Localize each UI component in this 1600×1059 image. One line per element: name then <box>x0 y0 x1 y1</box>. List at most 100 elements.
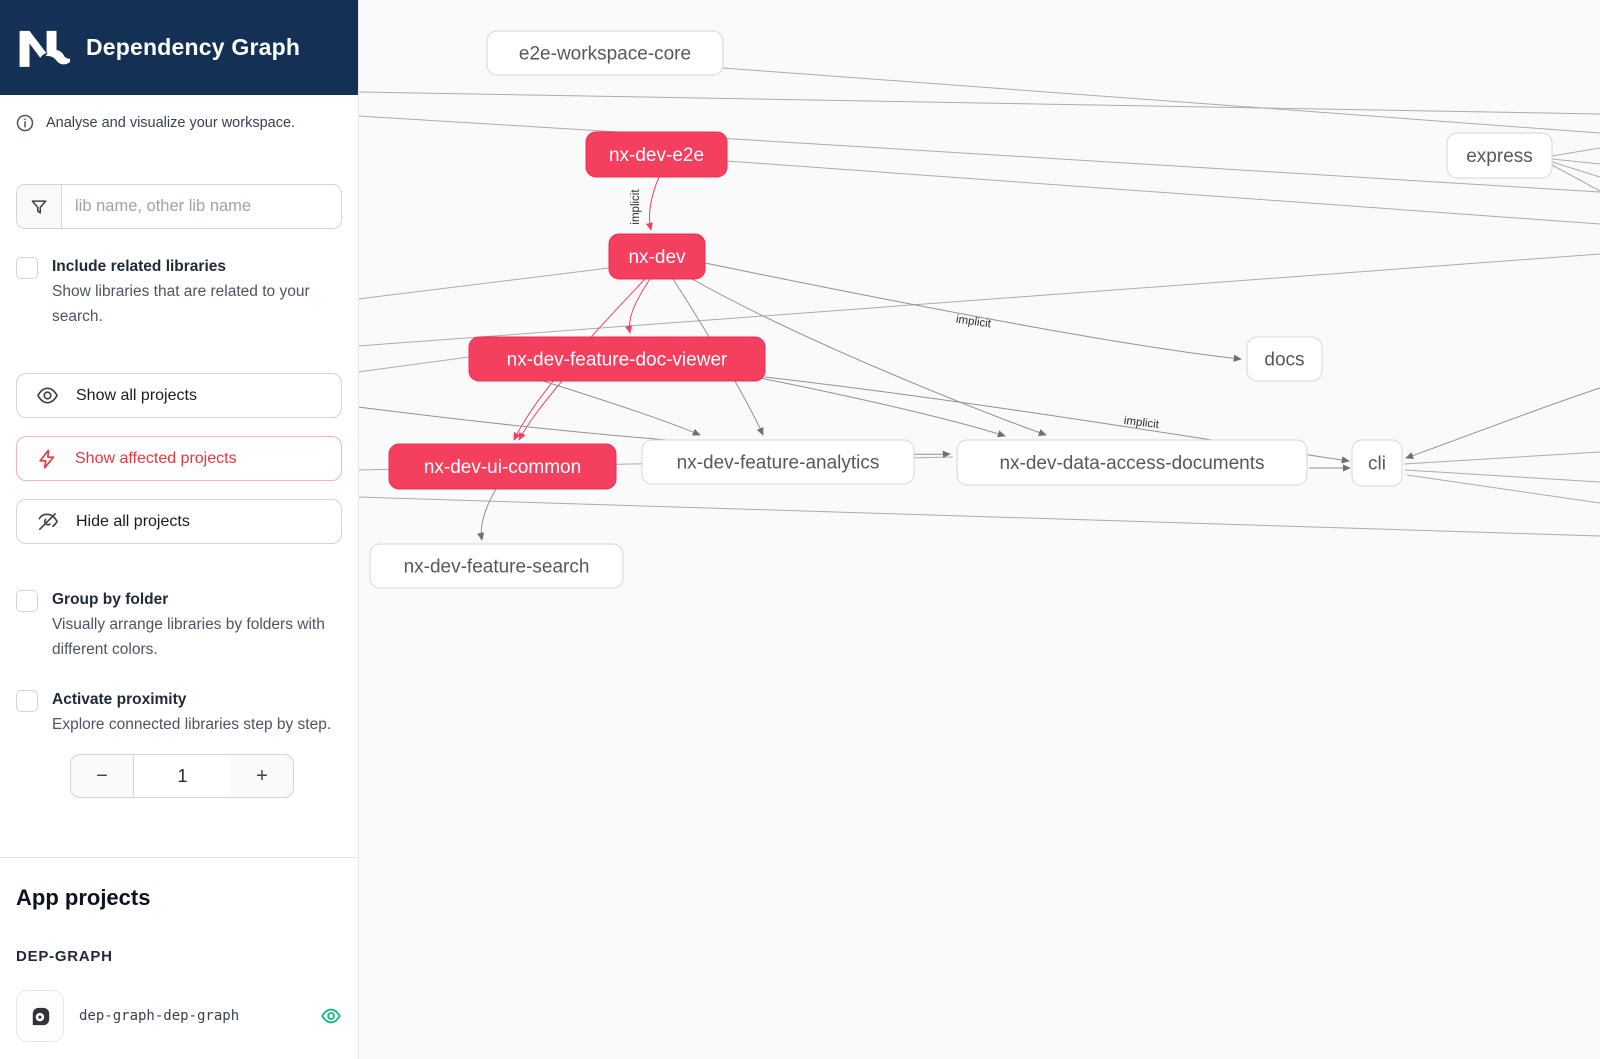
funnel-icon <box>29 197 49 217</box>
lightning-bolt-icon <box>36 448 58 470</box>
graph-edge <box>542 380 701 436</box>
activate-proximity-row: Activate proximity Explore connected lib… <box>16 687 342 737</box>
graph-node-nx-dev-data-access-documents[interactable]: nx-dev-data-access-documents <box>956 439 1308 486</box>
app-projects-heading: App projects <box>16 885 151 910</box>
edge-label-implicit: implicit <box>630 189 642 225</box>
node-box <box>486 30 724 76</box>
group-by-folder-row: Group by folder Visually arrange librari… <box>16 587 342 662</box>
group-by-folder-label: Group by folder <box>52 591 169 608</box>
graph-edge-line <box>1404 469 1600 483</box>
graph-edge <box>691 278 1047 436</box>
graph-node-e2e-workspace-core[interactable]: e2e-workspace-core <box>486 30 724 76</box>
graph-node-nx-dev-feature-search[interactable]: nx-dev-feature-search <box>369 543 624 589</box>
group-by-folder-checkbox[interactable] <box>16 590 38 612</box>
graph-nodes: e2e-workspace-core nx-dev-e2e express nx-de… <box>369 30 1553 589</box>
app-title: Dependency Graph <box>86 34 301 60</box>
focus-pin-icon <box>27 1003 54 1030</box>
sidebar-body: Analyse and visualize your workspace. In… <box>0 95 358 1059</box>
search-input[interactable] <box>62 185 341 228</box>
eye-icon <box>36 384 59 407</box>
show-all-projects-button[interactable]: Show all projects <box>16 373 342 418</box>
graph-edge <box>477 488 497 541</box>
graph-edge-line <box>357 91 1600 115</box>
node-box <box>1246 336 1323 382</box>
show-affected-projects-button[interactable]: Show affected projects <box>16 436 342 481</box>
graph-edge-line <box>722 67 1600 134</box>
graph-node-nx-dev-ui-common[interactable]: nx-dev-ui-common <box>388 443 617 490</box>
node-label: nx-dev <box>628 247 686 268</box>
node-box <box>1351 439 1403 487</box>
proximity-stepper: − 1 + <box>70 754 342 798</box>
graph-edge-line <box>1551 158 1600 165</box>
filter-funnel-button[interactable] <box>17 185 62 228</box>
node-label: nx-dev-feature-search <box>404 557 590 578</box>
node-label: docs <box>1264 350 1304 371</box>
graph-edge-line <box>357 496 1600 537</box>
graph-edge-line <box>357 253 1600 347</box>
graph-node-express[interactable]: express <box>1446 132 1553 179</box>
activate-proximity-label: Activate proximity <box>52 691 187 708</box>
stepper-increment-button[interactable]: + <box>231 754 294 798</box>
node-label: cli <box>1368 454 1386 475</box>
nx-logo-icon <box>16 27 70 69</box>
show-all-projects-label: Show all projects <box>76 386 197 404</box>
tagline-row: Analyse and visualize your workspace. <box>16 114 342 132</box>
stepper-value[interactable]: 1 <box>134 754 231 798</box>
graph-node-docs[interactable]: docs <box>1246 336 1323 382</box>
node-label: e2e-workspace-core <box>519 44 691 65</box>
edge-label-implicit: implicit <box>1123 415 1160 431</box>
graph-edge-line <box>1406 474 1600 504</box>
graph-edge <box>704 262 1242 362</box>
graph-edge-affected <box>518 380 563 441</box>
project-name: dep-graph-dep-graph <box>79 1008 240 1024</box>
include-related-row: Include related libraries Show libraries… <box>16 254 342 329</box>
show-affected-projects-label: Show affected projects <box>75 449 237 467</box>
node-label: nx-dev-feature-doc-viewer <box>507 350 728 371</box>
node-label: express <box>1466 146 1533 167</box>
graph-node-nx-dev-e2e[interactable]: nx-dev-e2e <box>585 131 728 178</box>
graph-edge-line <box>357 267 610 300</box>
stepper-decrement-button[interactable]: − <box>70 754 134 798</box>
graph-edge-affected <box>645 176 660 231</box>
sidebar: Dependency Graph Analyse and visualize y… <box>0 0 359 1059</box>
group-by-folder-description: Visually arrange libraries by folders wi… <box>52 616 325 658</box>
graph-node-cli[interactable]: cli <box>1351 439 1403 487</box>
toggle-project-visibility-eye-icon[interactable] <box>320 1005 342 1027</box>
include-related-checkbox[interactable] <box>16 257 38 279</box>
hide-all-projects-button[interactable]: Hide all projects <box>16 499 342 544</box>
include-related-label: Include related libraries <box>52 258 227 275</box>
graph-background-edges <box>357 67 1600 537</box>
graph-node-nx-dev[interactable]: nx-dev <box>608 233 706 280</box>
include-related-description: Show libraries that are related to your … <box>52 283 310 325</box>
graph-edge-line <box>1403 451 1600 465</box>
graph-edge <box>759 377 1006 438</box>
tagline-text: Analyse and visualize your workspace. <box>46 115 296 131</box>
graph-edge-affected <box>625 278 651 334</box>
activate-proximity-checkbox[interactable] <box>16 690 38 712</box>
graph-edge-line <box>357 115 1600 193</box>
node-box <box>388 443 617 490</box>
node-box <box>585 131 728 178</box>
hide-all-projects-label: Hide all projects <box>76 512 190 530</box>
project-list-item: dep-graph-dep-graph <box>16 990 342 1042</box>
node-box <box>608 233 706 280</box>
edge-label-implicit: implicit <box>955 314 992 331</box>
node-label: nx-dev-data-access-documents <box>999 453 1264 474</box>
node-label: nx-dev-e2e <box>609 145 704 166</box>
graph-edge-line <box>357 356 470 373</box>
node-label: nx-dev-feature-analytics <box>677 453 880 474</box>
node-label: nx-dev-ui-common <box>424 457 581 478</box>
graph-edge-line <box>726 160 1600 225</box>
eye-off-icon <box>36 510 59 533</box>
node-box <box>1446 132 1553 179</box>
focus-project-button[interactable] <box>16 990 64 1042</box>
graph-node-nx-dev-feature-doc-viewer[interactable]: nx-dev-feature-doc-viewer <box>468 336 766 382</box>
graph-edge-line <box>1551 161 1600 178</box>
graph-edge-labels: implicit implicit implicit <box>630 189 1160 432</box>
filter-box <box>16 184 342 229</box>
graph-node-nx-dev-feature-analytics[interactable]: nx-dev-feature-analytics <box>641 439 915 485</box>
node-box <box>369 543 624 589</box>
graph-edge-line <box>1551 164 1600 192</box>
